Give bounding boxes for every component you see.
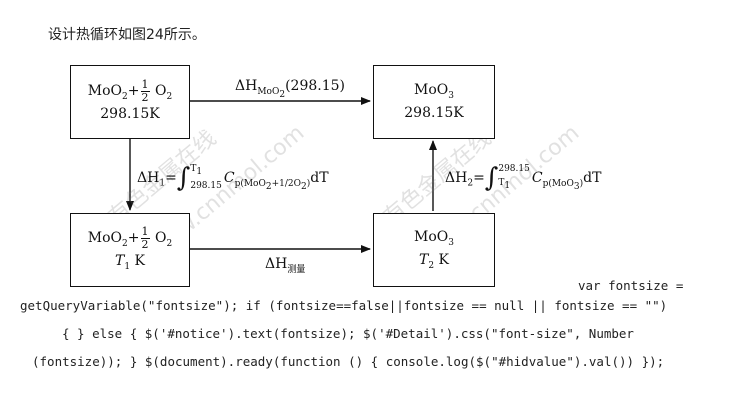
cp-sub: O (293, 178, 302, 189)
fraction-numerator: 1 (140, 78, 150, 92)
formula-sub: 3 (448, 91, 454, 102)
label-sub: 2 (467, 178, 474, 189)
thermal-cycle-diagram: 有色金属在线 www.cnnmol.com 有色金属在线 www.cnnmol.… (40, 50, 601, 310)
lower-limit-sub: 1 (504, 181, 511, 192)
integral-limits: T1 298.15 (190, 162, 222, 194)
box-temperature: 298.15K (100, 106, 160, 123)
differential: dT (310, 169, 329, 186)
heat-capacity-symbol: C (531, 169, 543, 186)
cp-sub: 2 (265, 181, 272, 192)
code-line: var fontsize = (578, 278, 684, 293)
lower-limit: 298.15 (190, 181, 222, 192)
differential: dT (583, 169, 602, 186)
label-sub: MoO (257, 86, 280, 97)
cp-sub: ) (579, 178, 584, 189)
cp-sub: p(MoO (542, 178, 574, 189)
temp-sub: 2 (428, 260, 435, 271)
state-box-moo3-t2: MoO3 T2 K (373, 213, 495, 287)
integral-icon: ∫ (484, 162, 499, 193)
formula-text: MoO (87, 83, 123, 100)
upper-limit: T (190, 164, 197, 174)
code-line: { } else { $('#notice').text(fontsize); … (62, 326, 634, 341)
label-sub: 测量 (287, 264, 306, 275)
label-delta-h-measured: ΔH测量 (265, 256, 305, 275)
formula-text: O (154, 83, 167, 100)
plus-sign: + (127, 230, 140, 247)
formula-sub: 3 (448, 237, 454, 248)
label-sub: 1 (159, 178, 166, 189)
temp-unit: K (434, 252, 449, 268)
fraction-denominator: 2 (141, 237, 149, 251)
cp-sub: 1/2 (279, 178, 294, 189)
equals-sign: = (473, 169, 485, 186)
box-formula: MoO3 (414, 80, 454, 103)
code-line: (fontsize)); } $(document).ready(functio… (32, 354, 665, 369)
label-subsub: 2 (279, 89, 286, 100)
temp-sub: 1 (124, 261, 131, 272)
box-formula: MoO3 (414, 227, 454, 250)
cp-sub: ) (306, 178, 311, 189)
formula-text: MoO (414, 82, 449, 99)
formula-text: MoO (87, 230, 123, 247)
code-line: getQueryVariable("fontsize"); if (fontsi… (20, 298, 668, 313)
box-temperature: T1 K (115, 251, 145, 274)
arrow-layer (126, 97, 437, 253)
box-temperature: T2 K (419, 250, 449, 273)
state-box-moo3-298: MoO3 298.15K (373, 65, 495, 139)
formula-sub: 2 (166, 238, 173, 249)
delta-h: ΔH (445, 169, 468, 186)
formula-sub: 2 (122, 92, 128, 103)
formula-sub: 2 (122, 238, 128, 249)
cp-sub: p(MoO (234, 178, 266, 189)
box-temperature: 298.15K (404, 105, 464, 122)
label-arg: (298.15) (285, 78, 345, 94)
formula-text: MoO (414, 229, 449, 246)
lower-limit: T (498, 178, 505, 189)
intro-text: 设计热循环如图24所示。 (48, 27, 206, 43)
equals-sign: = (165, 169, 177, 186)
delta-h: ΔH (265, 256, 288, 272)
delta-h: ΔH (235, 78, 258, 94)
cp-sub: 2 (301, 181, 307, 192)
cp-sub: 3 (573, 181, 580, 192)
temp-var: T (419, 252, 429, 268)
fraction-numerator: 1 (140, 225, 150, 239)
plus-sign: + (127, 83, 140, 100)
upper-limit-sub: 1 (196, 166, 203, 177)
temp-var: T (115, 253, 125, 270)
formula-text: O (154, 230, 167, 247)
formula-sub: 2 (166, 92, 173, 103)
cp-sub: + (271, 178, 280, 189)
fraction-denominator: 2 (141, 90, 149, 104)
integral-icon: ∫ (176, 162, 191, 193)
delta-h: ΔH (137, 169, 160, 186)
label-delta-h-moo2: ΔHMoO2(298.15) (235, 78, 345, 100)
temp-unit: K (130, 253, 145, 270)
upper-limit: 298.15 (498, 164, 530, 174)
heat-capacity-symbol: C (223, 169, 235, 186)
